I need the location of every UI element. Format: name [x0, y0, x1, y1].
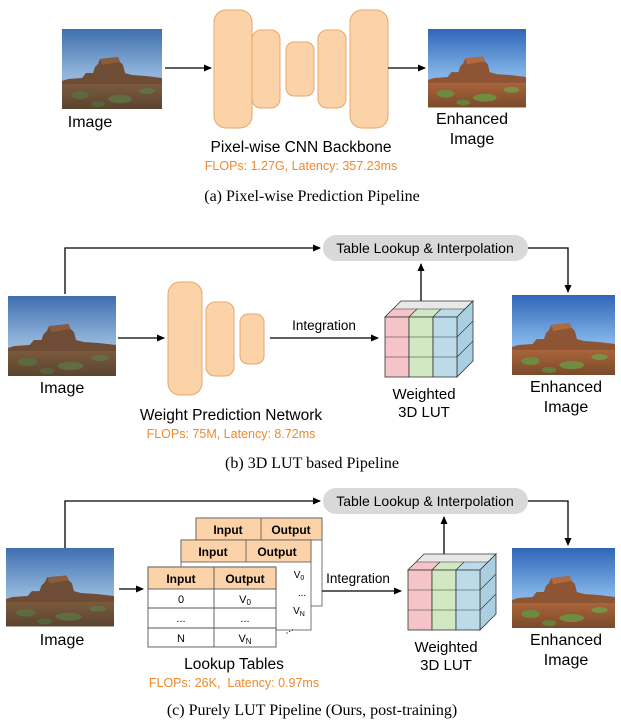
cnn-layer-5	[349, 9, 389, 129]
front-row-2-output: VN	[238, 633, 251, 646]
front-header-input: Input	[166, 572, 195, 586]
arrow-b-top-right	[528, 247, 572, 293]
output-image-c	[512, 548, 615, 628]
input-label-c: Image	[40, 632, 85, 649]
output-image-a	[428, 29, 526, 108]
front-row-0-output: V0	[239, 594, 251, 607]
lut-label-b-2: 3D LUT	[398, 404, 450, 421]
network-label: Weight Prediction Network	[140, 407, 323, 424]
caption-b: (b) 3D LUT based Pipeline	[225, 455, 399, 472]
lookup-pill-b	[323, 235, 528, 261]
output-label-b-1: Enhanced	[530, 379, 602, 396]
lut-label-c-2: 3D LUT	[420, 657, 472, 674]
front-row-2-input: N	[177, 633, 185, 645]
input-label-b: Image	[40, 380, 85, 397]
input-image-c	[6, 548, 115, 627]
back-2-peek-v0: V0	[294, 570, 305, 582]
backbone-stats: FLOPs: 1.27G, Latency: 357.23ms	[205, 159, 397, 173]
cnn-layer-1	[213, 9, 253, 129]
tables-stats: FLOPs: 26K, Latency: 0.97ms	[149, 676, 319, 690]
lut-label-c-1: Weighted	[414, 639, 477, 656]
panel-c: Table Lookup & Interpolation Image Input…	[6, 488, 615, 719]
caption-a: (a) Pixel-wise Prediction Pipeline	[204, 188, 420, 205]
input-image-a	[62, 29, 162, 109]
panel-b: Table Lookup & Interpolation Image Integ…	[8, 235, 615, 472]
weight-net-layer-1	[167, 281, 203, 396]
output-label-b-2: Image	[544, 399, 589, 416]
tables-label: Lookup Tables	[184, 656, 284, 673]
caption-c: (c) Purely LUT Pipeline (Ours, post-trai…	[167, 702, 457, 719]
panel-a: Image Enhanced Image Pixel-wise CNN Back…	[62, 9, 526, 205]
cnn-layer-3	[285, 41, 315, 97]
arrow-c-top-left	[64, 497, 321, 548]
output-label-c-1: Enhanced	[530, 632, 602, 649]
weight-net-layer-3	[239, 313, 265, 365]
integration-label-b: Integration	[292, 318, 356, 333]
back-2-peek-dots: ...	[298, 588, 306, 599]
output-label-c-2: Image	[544, 652, 589, 669]
back-1-header-input: Input	[213, 523, 242, 537]
integration-label-c: Integration	[326, 571, 390, 586]
lut-cube-c	[407, 553, 497, 631]
lookup-table-front: Input Output 0 V0 ... ... N VN	[147, 566, 277, 648]
back-2-peek-vn: VN	[293, 606, 305, 618]
cnn-layer-2	[251, 29, 281, 109]
weight-net-layer-2	[205, 301, 235, 377]
lookup-label-c: Table Lookup & Interpolation	[336, 493, 513, 509]
arrow-c-top-right	[528, 500, 572, 546]
front-row-0-input: 0	[178, 594, 184, 606]
output-image-b	[512, 295, 615, 375]
lut-label-b-1: Weighted	[392, 386, 455, 403]
back-2-header-input: Input	[198, 545, 227, 559]
front-row-1-output: ...	[240, 613, 249, 625]
lookup-label-b: Table Lookup & Interpolation	[336, 240, 513, 256]
output-label-a-2: Image	[450, 131, 495, 148]
cnn-layer-4	[317, 29, 347, 109]
lookup-pill-c	[323, 488, 528, 514]
arrow-b-top-left	[64, 244, 321, 294]
input-label-a: Image	[68, 114, 113, 131]
input-image-b	[8, 296, 117, 376]
backbone-label: Pixel-wise CNN Backbone	[211, 139, 392, 156]
network-stats: FLOPs: 75M, Latency: 8.72ms	[147, 427, 316, 441]
output-label-a-1: Enhanced	[436, 111, 508, 128]
back-1-header-output: Output	[271, 523, 310, 537]
back-2-header-output: Output	[257, 545, 296, 559]
lut-cube-b	[384, 300, 474, 378]
front-header-output: Output	[225, 572, 264, 586]
front-row-1-input: ...	[176, 613, 185, 625]
